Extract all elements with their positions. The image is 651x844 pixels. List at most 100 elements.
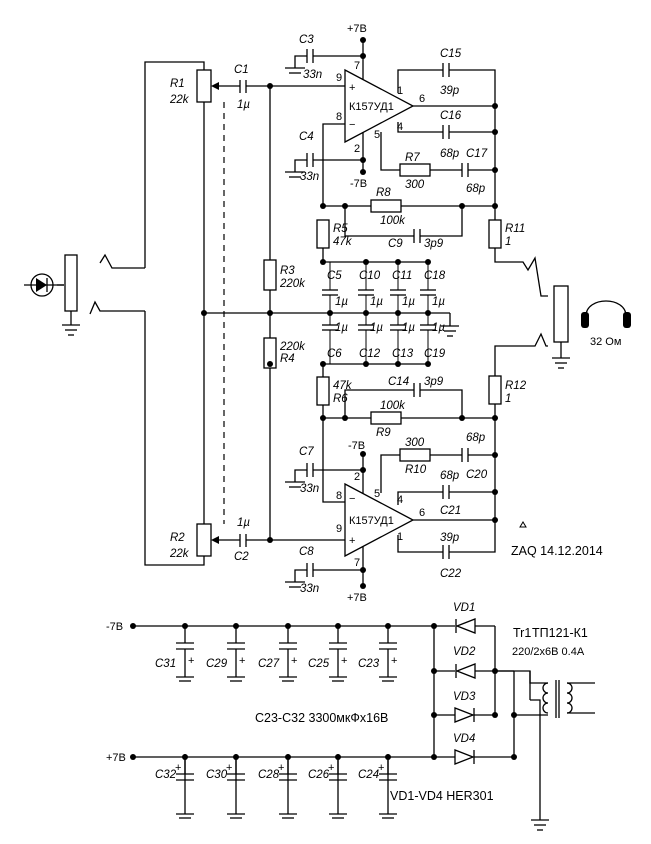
c3-ref: C3 (299, 34, 314, 46)
junction-dot (492, 489, 498, 495)
polarity-mark: + (226, 762, 232, 774)
tr1-model: ТП121-К1 (532, 626, 588, 640)
c3-value: 33n (303, 69, 322, 81)
junction-dot (130, 754, 136, 760)
c17-ref: C17 (466, 148, 488, 160)
u2-pin2: 2 (354, 471, 360, 483)
c11-ref: C11 (392, 270, 412, 282)
u1-pin2: 2 (354, 143, 360, 155)
psu-cap-c26: +C26 (308, 754, 347, 819)
r8-ref: R8 (376, 187, 391, 199)
polarity-mark: + (378, 762, 384, 774)
polarity-mark: + (391, 655, 397, 667)
headphones-impedance: 32 Ом (590, 336, 621, 348)
c6-ref: C6 (327, 348, 342, 360)
r11-value: 1 (505, 236, 511, 248)
output-section: 32 Ом (552, 285, 631, 369)
junction-dot (201, 310, 207, 316)
c11-value: 1µ (402, 296, 415, 308)
c2-value: 1µ (237, 517, 250, 529)
vd2-label: VD2 (453, 646, 476, 658)
psu-cap-label: C26 (308, 769, 330, 781)
junction-dot (425, 361, 431, 367)
u2-plus: + (349, 535, 355, 547)
psu-cap-c30: +C30 (206, 754, 245, 819)
junction-dot (492, 203, 498, 209)
c9-ref: C9 (388, 238, 403, 250)
junction-dot (395, 361, 401, 367)
junction-dot (130, 623, 136, 629)
c7-ref: C7 (299, 446, 314, 458)
c21-ref: C21 (440, 505, 461, 517)
r7-value: 300 (405, 179, 425, 191)
c14-ref: C14 (388, 376, 409, 388)
u1-minus: − (349, 119, 355, 131)
c8-value: 33n (300, 583, 319, 595)
r2-ref: R2 (170, 532, 185, 544)
c16-value: 68p (440, 148, 460, 160)
polarity-mark: + (175, 762, 181, 774)
c14-value: 3p9 (424, 376, 444, 388)
c7-value: 33n (300, 483, 319, 495)
c5-ref: C5 (327, 270, 342, 282)
junction-dot (492, 167, 498, 173)
u2-pin6: 6 (419, 507, 425, 519)
junction-dot (335, 623, 341, 629)
junction-dot (360, 567, 366, 573)
psu-cap-label: C32 (155, 769, 177, 781)
polarity-mark: + (328, 762, 334, 774)
rail-neg-label: -7В (106, 621, 123, 633)
psu-cap-label: C30 (206, 769, 228, 781)
c12-ref: C12 (359, 348, 381, 360)
junction-dot (285, 754, 291, 760)
junction-dot (363, 259, 369, 265)
junction-dot (360, 467, 366, 473)
opamp-u2 (344, 482, 415, 558)
psu-cap-c23: +C23 (358, 626, 397, 682)
junction-dot (385, 754, 391, 760)
signature: ZAQ 14.12.2014 (511, 521, 603, 558)
c10-ref: C10 (359, 270, 381, 282)
c4-value: 33n (300, 171, 319, 183)
c2-ref: C2 (234, 551, 249, 563)
psu-cap-label: C31 (155, 658, 176, 670)
c20-ref: C20 (466, 469, 488, 481)
junction-dot (267, 83, 273, 89)
junction-dot (320, 415, 326, 421)
u2-minus: − (349, 493, 355, 505)
junction-dot (492, 415, 498, 421)
r10-value: 300 (405, 437, 425, 449)
polarity-mark: + (188, 655, 194, 667)
potentiometer-r1: R1 22k (169, 69, 240, 313)
polarity-mark: + (239, 655, 245, 667)
r6-value: 47k (333, 380, 353, 392)
u1-pin5: 5 (374, 129, 380, 141)
c13-value: 1µ (402, 322, 415, 334)
junction-dot (425, 259, 431, 265)
c20-value: 68p (466, 432, 486, 444)
junction-dot (492, 668, 498, 674)
u2-name: К157УД1 (349, 515, 394, 527)
input-section (24, 61, 205, 566)
u1-pin7: 7 (354, 60, 360, 72)
c22-ref: C22 (440, 568, 462, 580)
junction-dot (431, 668, 437, 674)
r1-value: 22k (169, 94, 190, 106)
c17-value: 68p (466, 183, 486, 195)
psu-cap-c27: +C27 (258, 626, 297, 682)
junction-dot (492, 712, 498, 718)
r8-value: 100k (380, 215, 406, 227)
c1-value: 1µ (237, 99, 250, 111)
junction-dot (459, 415, 465, 421)
psu-cap-c32: +C32 (155, 754, 194, 819)
junction-dot (425, 310, 431, 316)
optical-input-icon (24, 273, 64, 297)
tr1-rating: 220/2х6В 0.4А (512, 646, 585, 658)
potentiometer-r2: R2 22k (169, 313, 240, 560)
junction-dot (395, 310, 401, 316)
u2-pin7: 7 (354, 557, 360, 569)
psu-caps-bottom: +C32+C30+C28+C26+C24 (155, 754, 397, 819)
u1-pin1: 1 (397, 85, 403, 97)
c15-ref: C15 (440, 48, 462, 60)
